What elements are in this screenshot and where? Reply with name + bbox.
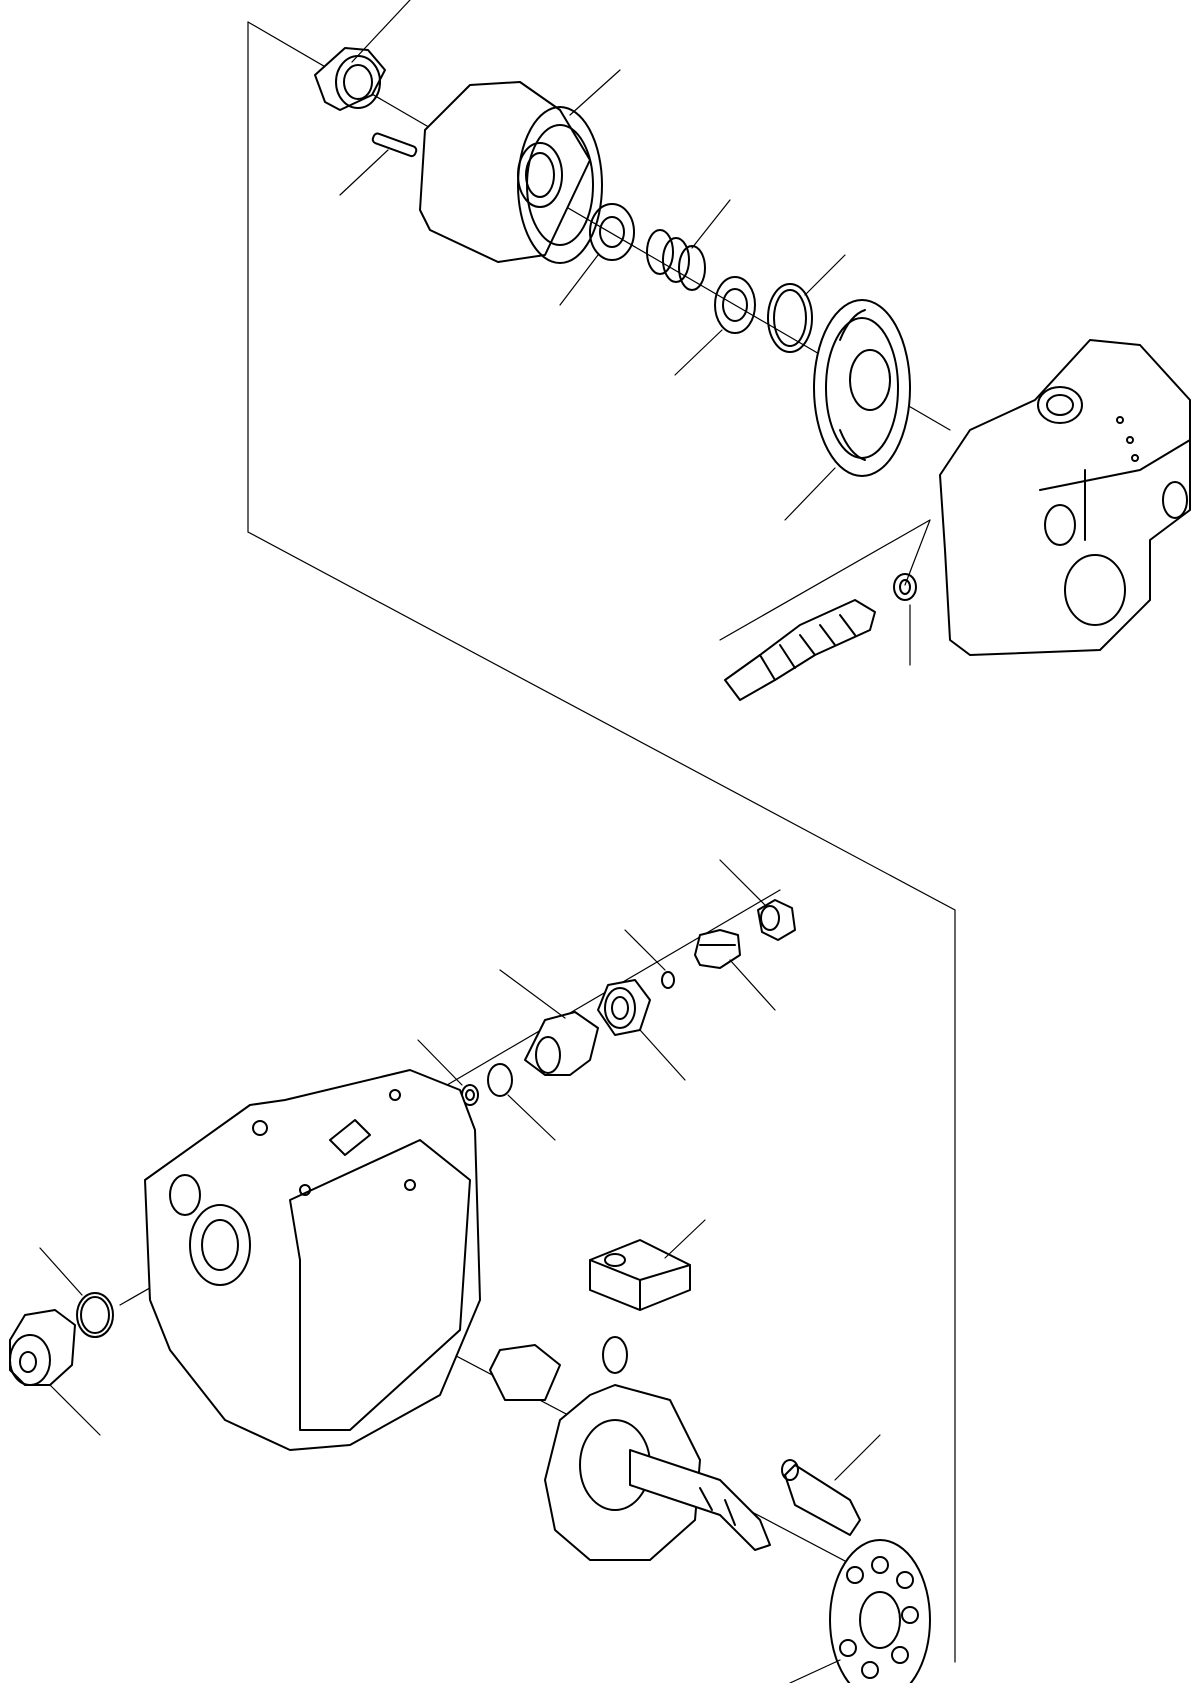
seal-ring-upper [893,573,917,666]
lock-nut [597,979,686,1081]
drain-plug [9,1309,101,1436]
spring [646,199,731,291]
swash-plate-shaft [489,1336,771,1561]
slider-block [589,1219,706,1311]
dowel-pin [339,132,418,196]
o-ring-small [624,929,675,989]
cylinder-block [419,69,621,264]
end-cap-housing [939,339,1191,656]
valve-plate-upper [784,299,911,521]
o-ring-medium [487,1063,556,1141]
o-ring-plug [39,1247,114,1338]
pump-case [144,1069,481,1451]
piston-sleeve [499,969,599,1076]
assembly-frame [247,21,956,1663]
washer [674,276,756,376]
spherical-bushing [559,203,635,306]
plug-nut [719,859,796,941]
snap-ring [767,254,846,353]
valve-plate-lower [789,1539,931,1683]
adjusting-screw [694,929,776,1011]
guide-pin [781,1434,881,1536]
control-valve-spool [724,599,876,701]
bushing-cap [314,0,411,111]
